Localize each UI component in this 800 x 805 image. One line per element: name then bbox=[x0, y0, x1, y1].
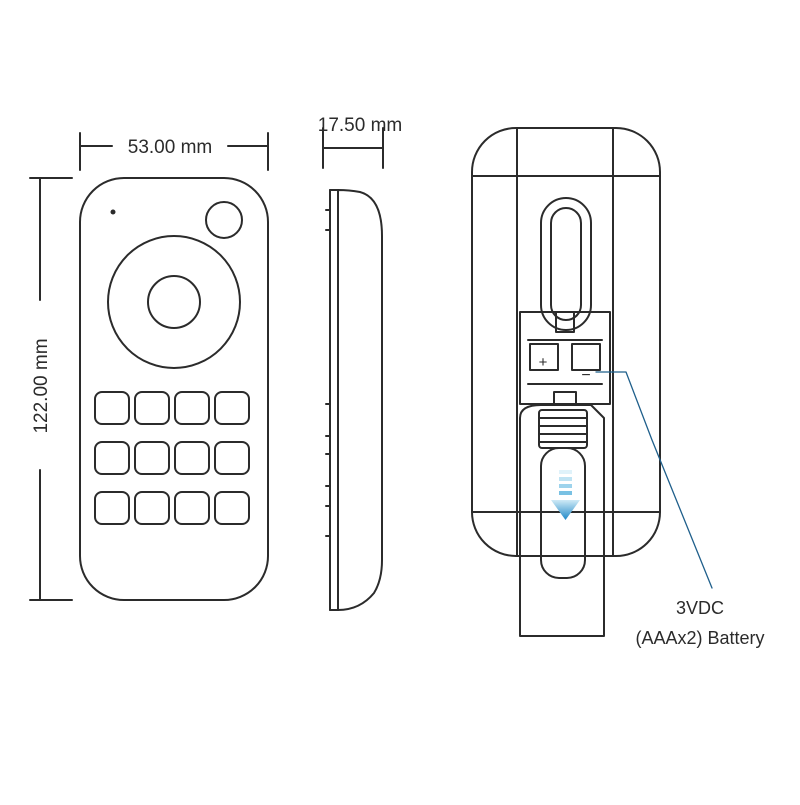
battery-negative-mark: − bbox=[581, 367, 590, 384]
color-wheel-ring bbox=[107, 235, 241, 369]
keypad-button bbox=[214, 491, 250, 525]
battery-callout-line bbox=[595, 371, 713, 589]
width-dimension bbox=[79, 132, 269, 171]
battery-positive-mark: + bbox=[539, 354, 548, 371]
keypad-button bbox=[214, 391, 250, 425]
depth-dimension-label: 17.50 mm bbox=[318, 115, 402, 136]
height-dimension-label: 122.00 mm bbox=[31, 338, 52, 433]
remote-front-body bbox=[79, 177, 269, 601]
keypad-button bbox=[174, 441, 210, 475]
battery-voltage-label: 3VDC bbox=[676, 598, 724, 618]
keypad-button bbox=[134, 491, 170, 525]
remote-front-view bbox=[79, 177, 269, 601]
slide-down-arrow-icon bbox=[551, 470, 580, 520]
keypad-button bbox=[174, 391, 210, 425]
battery-tray bbox=[519, 404, 605, 637]
keypad-button bbox=[134, 391, 170, 425]
battery-slot-track bbox=[540, 197, 592, 331]
remote-back-view bbox=[471, 127, 661, 637]
height-dimension bbox=[29, 177, 73, 601]
keypad-button bbox=[174, 491, 210, 525]
color-wheel-center-button bbox=[147, 275, 201, 329]
keypad-button bbox=[214, 441, 250, 475]
battery-compartment bbox=[519, 311, 611, 405]
remote-side-view bbox=[325, 189, 383, 611]
keypad-grid bbox=[94, 391, 250, 525]
depth-dimension bbox=[322, 127, 384, 169]
keypad-button bbox=[94, 391, 130, 425]
battery-type-label: (AAAx2) Battery bbox=[635, 628, 764, 648]
keypad-button bbox=[94, 491, 130, 525]
keypad-button bbox=[94, 441, 130, 475]
width-dimension-label: 53.00 mm bbox=[128, 137, 212, 158]
remote-back-body bbox=[471, 127, 661, 557]
remote-side-body bbox=[337, 189, 383, 611]
indicator-led-icon bbox=[110, 209, 116, 215]
power-button bbox=[205, 201, 243, 239]
keypad-button bbox=[134, 441, 170, 475]
